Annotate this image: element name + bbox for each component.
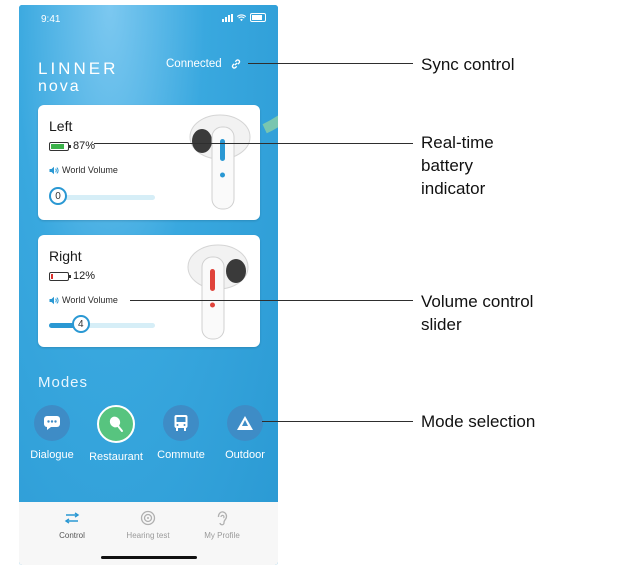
brand-logo: LINNER nova: [38, 60, 118, 95]
callout-battery-line2: battery: [421, 156, 473, 175]
left-volume-knob[interactable]: 0: [49, 187, 67, 205]
signal-icon: [222, 13, 233, 22]
sync-control[interactable]: Connected: [166, 58, 242, 70]
mode-outdoor-button[interactable]: [227, 405, 263, 441]
utensils-icon: [109, 416, 123, 432]
tab-my-profile[interactable]: My Profile: [187, 510, 257, 540]
ear-icon: [217, 511, 228, 526]
left-volume-label: World Volume: [62, 165, 118, 175]
link-icon[interactable]: [230, 58, 242, 70]
callout-line-battery: [94, 143, 413, 144]
right-earbud-title: Right: [49, 248, 82, 264]
right-earbud-image: [187, 244, 249, 340]
mode-dialogue-button[interactable]: [34, 405, 70, 441]
brand-line1: LINNER: [38, 59, 119, 78]
battery-icon: [49, 141, 71, 151]
battery-icon: [49, 271, 71, 281]
callout-volume: Volume control slider: [421, 290, 533, 336]
callout-mode-selection: Mode selection: [421, 412, 536, 431]
mountain-icon: [237, 416, 253, 430]
tab-hearing-test[interactable]: Hearing test: [113, 510, 183, 540]
right-volume-label: World Volume: [62, 295, 118, 305]
status-bar: 9:41: [19, 5, 278, 27]
mode-label: Restaurant: [89, 451, 143, 463]
left-battery-indicator: 87%: [49, 140, 95, 152]
chat-bubble-icon: [44, 416, 60, 430]
right-battery-percent: 12%: [73, 270, 96, 282]
callout-line-mode: [262, 421, 413, 422]
bottom-tab-bar: Control Hearing test My Profile: [19, 502, 278, 565]
sliders-icon: [64, 512, 80, 524]
right-volume-slider[interactable]: 4: [49, 315, 155, 333]
tab-label: My Profile: [204, 531, 240, 540]
mode-label: Dialogue: [30, 449, 74, 461]
callout-volume-line2: slider: [421, 315, 462, 334]
left-volume-slider[interactable]: 0: [49, 187, 155, 205]
callout-volume-line1: Volume control: [421, 292, 534, 311]
left-earbud-title: Left: [49, 118, 73, 134]
right-battery-indicator: 12%: [49, 270, 95, 282]
connection-status: Connected: [166, 58, 222, 70]
left-earbud-image: [189, 114, 251, 210]
tab-control[interactable]: Control: [37, 510, 107, 540]
tab-label: Control: [59, 531, 85, 540]
left-battery-fill: [51, 143, 64, 149]
left-volume-label-row: World Volume: [49, 165, 118, 175]
right-volume-label-row: World Volume: [49, 295, 118, 305]
hearing-test-icon: [140, 510, 156, 526]
speaker-icon: [49, 296, 59, 304]
callout-line-volume: [130, 300, 413, 301]
tab-label: Hearing test: [126, 531, 170, 540]
mode-dialogue[interactable]: Dialogue: [22, 405, 82, 461]
callout-sync-control: Sync control: [421, 55, 515, 74]
right-volume-fill: [49, 323, 81, 328]
modes-title: Modes: [38, 374, 89, 391]
mode-restaurant-button[interactable]: [97, 405, 135, 443]
mode-restaurant[interactable]: Restaurant: [86, 405, 146, 463]
speaker-icon: [49, 166, 59, 174]
brand-line2: nova: [38, 78, 81, 95]
left-battery-percent: 87%: [73, 140, 96, 152]
callout-line-sync: [248, 63, 413, 64]
callout-battery: Real-time battery indicator: [421, 131, 494, 200]
right-volume-knob[interactable]: 4: [71, 315, 90, 333]
phone-screen: 9:41 LINNER nova Connected Left: [19, 5, 278, 565]
bus-icon: [174, 415, 188, 431]
mode-commute[interactable]: Commute: [151, 405, 211, 461]
home-indicator: [101, 556, 197, 559]
status-battery-icon: [250, 13, 266, 22]
wifi-icon: [237, 13, 246, 21]
mode-commute-button[interactable]: [163, 405, 199, 441]
mode-outdoor[interactable]: Outdoor: [215, 405, 275, 461]
left-earbud-card: Left 87% World Volume 0: [38, 105, 260, 220]
status-icons: [222, 13, 266, 22]
right-earbud-card: Right 12% World Volume 4: [38, 235, 260, 347]
mode-label: Outdoor: [225, 449, 265, 461]
callout-battery-line1: Real-time: [421, 133, 494, 152]
mode-label: Commute: [157, 449, 205, 461]
callout-battery-line3: indicator: [421, 179, 486, 198]
status-time: 9:41: [41, 14, 61, 25]
right-battery-fill: [51, 273, 53, 279]
